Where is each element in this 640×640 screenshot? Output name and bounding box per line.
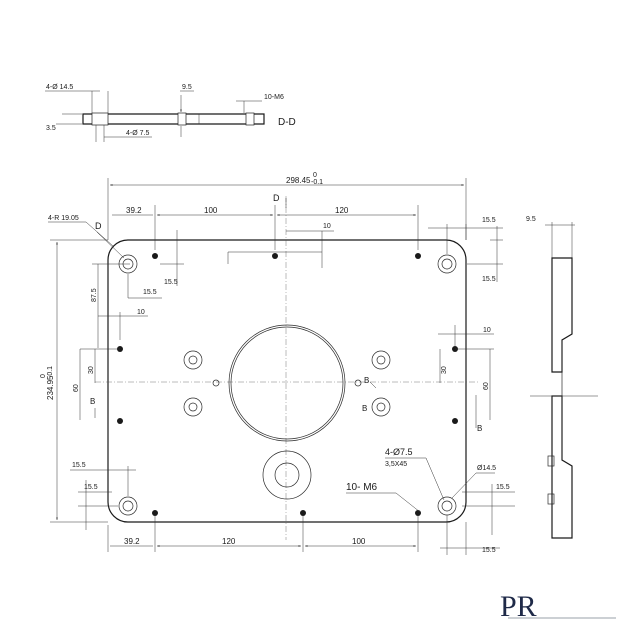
side-view: 9.5 bbox=[526, 216, 598, 539]
cut-marker-left: D bbox=[95, 221, 102, 231]
dim-top-right: 120 bbox=[335, 206, 349, 215]
marker-b3: B bbox=[362, 404, 367, 413]
inner-hole-2 bbox=[183, 397, 203, 417]
dim-overall-width: 298.45 bbox=[286, 176, 311, 185]
hole-chamfer: 3,5X45 bbox=[385, 461, 407, 468]
logo-icon: PR bbox=[500, 590, 616, 622]
section-label-threads: 10-M6 bbox=[264, 94, 284, 101]
svg-text:0: 0 bbox=[313, 172, 317, 179]
dim-left-small: 15.5 bbox=[143, 289, 157, 296]
dim-bottom-right-155a: 15.5 bbox=[496, 484, 510, 491]
dim-bottom-right: 100 bbox=[352, 537, 366, 546]
section-name: D-D bbox=[278, 117, 296, 128]
dim-top-mid: 100 bbox=[204, 206, 218, 215]
inner-hole-4 bbox=[371, 397, 391, 417]
dim-bottom-left: 39.2 bbox=[124, 537, 140, 546]
section-hole-left bbox=[91, 112, 109, 126]
dim-bottom-left-155b: 15.5 bbox=[84, 484, 98, 491]
section-profile bbox=[82, 113, 265, 125]
corner-hole-tr bbox=[437, 254, 457, 274]
svg-text:-0.1: -0.1 bbox=[47, 366, 54, 378]
dim-right-10: 10 bbox=[483, 327, 491, 334]
dim-right-60: 60 bbox=[483, 382, 490, 390]
section-view-dd: 4-Ø 14.5 9.5 10-M6 3.5 4-Ø 7.5 D-D bbox=[45, 84, 296, 142]
section-label-holes-bottom: 4-Ø 7.5 bbox=[126, 130, 149, 137]
center-opening bbox=[228, 324, 346, 442]
dim-bottom-mid: 120 bbox=[222, 537, 236, 546]
svg-text:15.5: 15.5 bbox=[164, 279, 178, 286]
section-hole-right bbox=[245, 112, 255, 126]
marker-b1: B bbox=[90, 397, 95, 406]
section-label-thickness: 3.5 bbox=[46, 125, 56, 132]
dim-right-30: 30 bbox=[441, 366, 448, 374]
hole-spec: 4-Ø7.5 bbox=[385, 447, 413, 457]
dim-left-10: 10 bbox=[137, 309, 145, 316]
dim-top-left: 39.2 bbox=[126, 206, 142, 215]
cut-marker-top: D bbox=[273, 193, 280, 203]
marker-b4: B bbox=[477, 424, 482, 433]
plate-outline bbox=[107, 239, 467, 523]
thread-spec: 10- M6 bbox=[346, 482, 378, 493]
inner-hole-1 bbox=[183, 350, 203, 370]
section-label-holes-top: 4-Ø 14.5 bbox=[46, 84, 73, 91]
dim-bottom-right-155b: 15.5 bbox=[482, 547, 496, 554]
dim-bottom-left-155a: 15.5 bbox=[72, 462, 86, 469]
hole-cbore: Ø14.5 bbox=[477, 465, 496, 472]
svg-text:0: 0 bbox=[40, 374, 47, 378]
dim-left-60: 60 bbox=[73, 384, 80, 392]
side-thickness: 9.5 bbox=[526, 216, 536, 223]
marker-b2: B bbox=[364, 376, 369, 385]
dim-top-far-right: 15.5 bbox=[482, 217, 496, 224]
dim-right-upper: 15.5 bbox=[482, 276, 496, 283]
dim-corner-radius: 4-R 19.05 bbox=[48, 215, 79, 222]
dim-left-87: 87.5 bbox=[91, 288, 98, 302]
bottom-bushing-hole bbox=[262, 450, 312, 500]
dim-overall-height: 234.95 bbox=[46, 375, 55, 400]
section-hole-mid bbox=[177, 112, 187, 126]
inner-hole-3 bbox=[371, 350, 391, 370]
corner-hole-br bbox=[437, 496, 457, 516]
dim-top-small: 10 bbox=[323, 223, 331, 230]
plan-view: 298.45 0 -0.1 39.2 100 120 10 D D 4-R 19… bbox=[40, 172, 515, 555]
logo-text: PR bbox=[500, 590, 537, 622]
dim-left-30: 30 bbox=[88, 366, 95, 374]
section-label-depth: 9.5 bbox=[182, 84, 192, 91]
corner-hole-bl bbox=[118, 496, 138, 516]
svg-text:-0.1: -0.1 bbox=[311, 179, 323, 186]
